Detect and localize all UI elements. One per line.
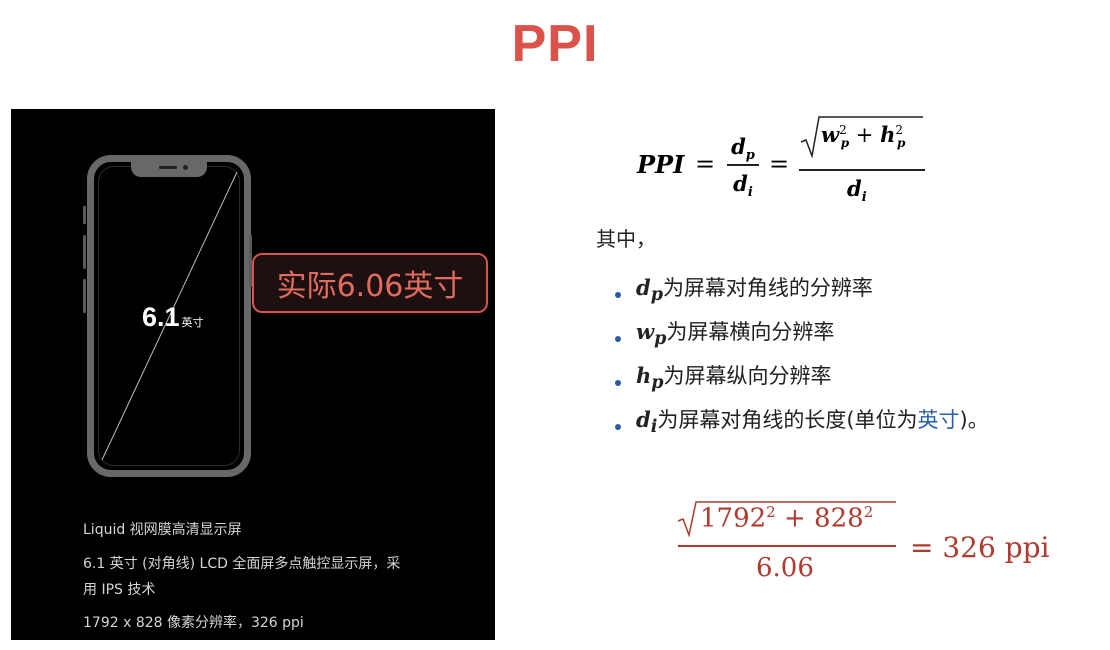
ppi-formula: PPI = dp di = w2p + h2p di [637,112,937,212]
spec-line: Liquid 视网膜高清显示屏 [83,522,242,538]
volume-up-button [83,235,86,269]
calc-result: = 326 ppi [910,531,1050,564]
calc-denominator: 6.06 [756,553,814,583]
list-item: dp为屏幕对角线的分辨率 [612,272,989,316]
calc-term-a: 1792 [700,503,767,534]
screen-size-number: 6.1 [142,302,180,332]
power-button [249,235,252,287]
actual-size-callout: 实际6.06英寸 [252,253,488,313]
list-item: wp为屏幕横向分辨率 [612,316,989,360]
spec-line: 1792 x 828 像素分辨率，326 ppi [83,615,304,631]
diagonal-line [101,171,238,461]
volume-down-button [83,279,86,313]
intro-text: 其中， [596,227,656,251]
screen-size-unit: 英寸 [181,317,204,329]
variable-definitions: dp为屏幕对角线的分辨率 wp为屏幕横向分辨率 hp为屏幕纵向分辨率 di为屏幕… [612,272,989,448]
inch-link[interactable]: 英寸 [917,408,960,432]
calc-term-b: 828 [814,503,864,534]
phone-notch [131,160,207,177]
spec-line: 6.1 英寸 (对角线) LCD 全面屏多点触控显示屏，采 [83,556,401,572]
list-item: hp为屏幕纵向分辨率 [612,360,989,404]
list-item: di为屏幕对角线的长度(单位为英寸)。 [612,404,989,448]
page-title: PPI [511,15,599,73]
mute-switch [83,206,86,224]
spec-line: 用 IPS 技术 [83,582,156,598]
